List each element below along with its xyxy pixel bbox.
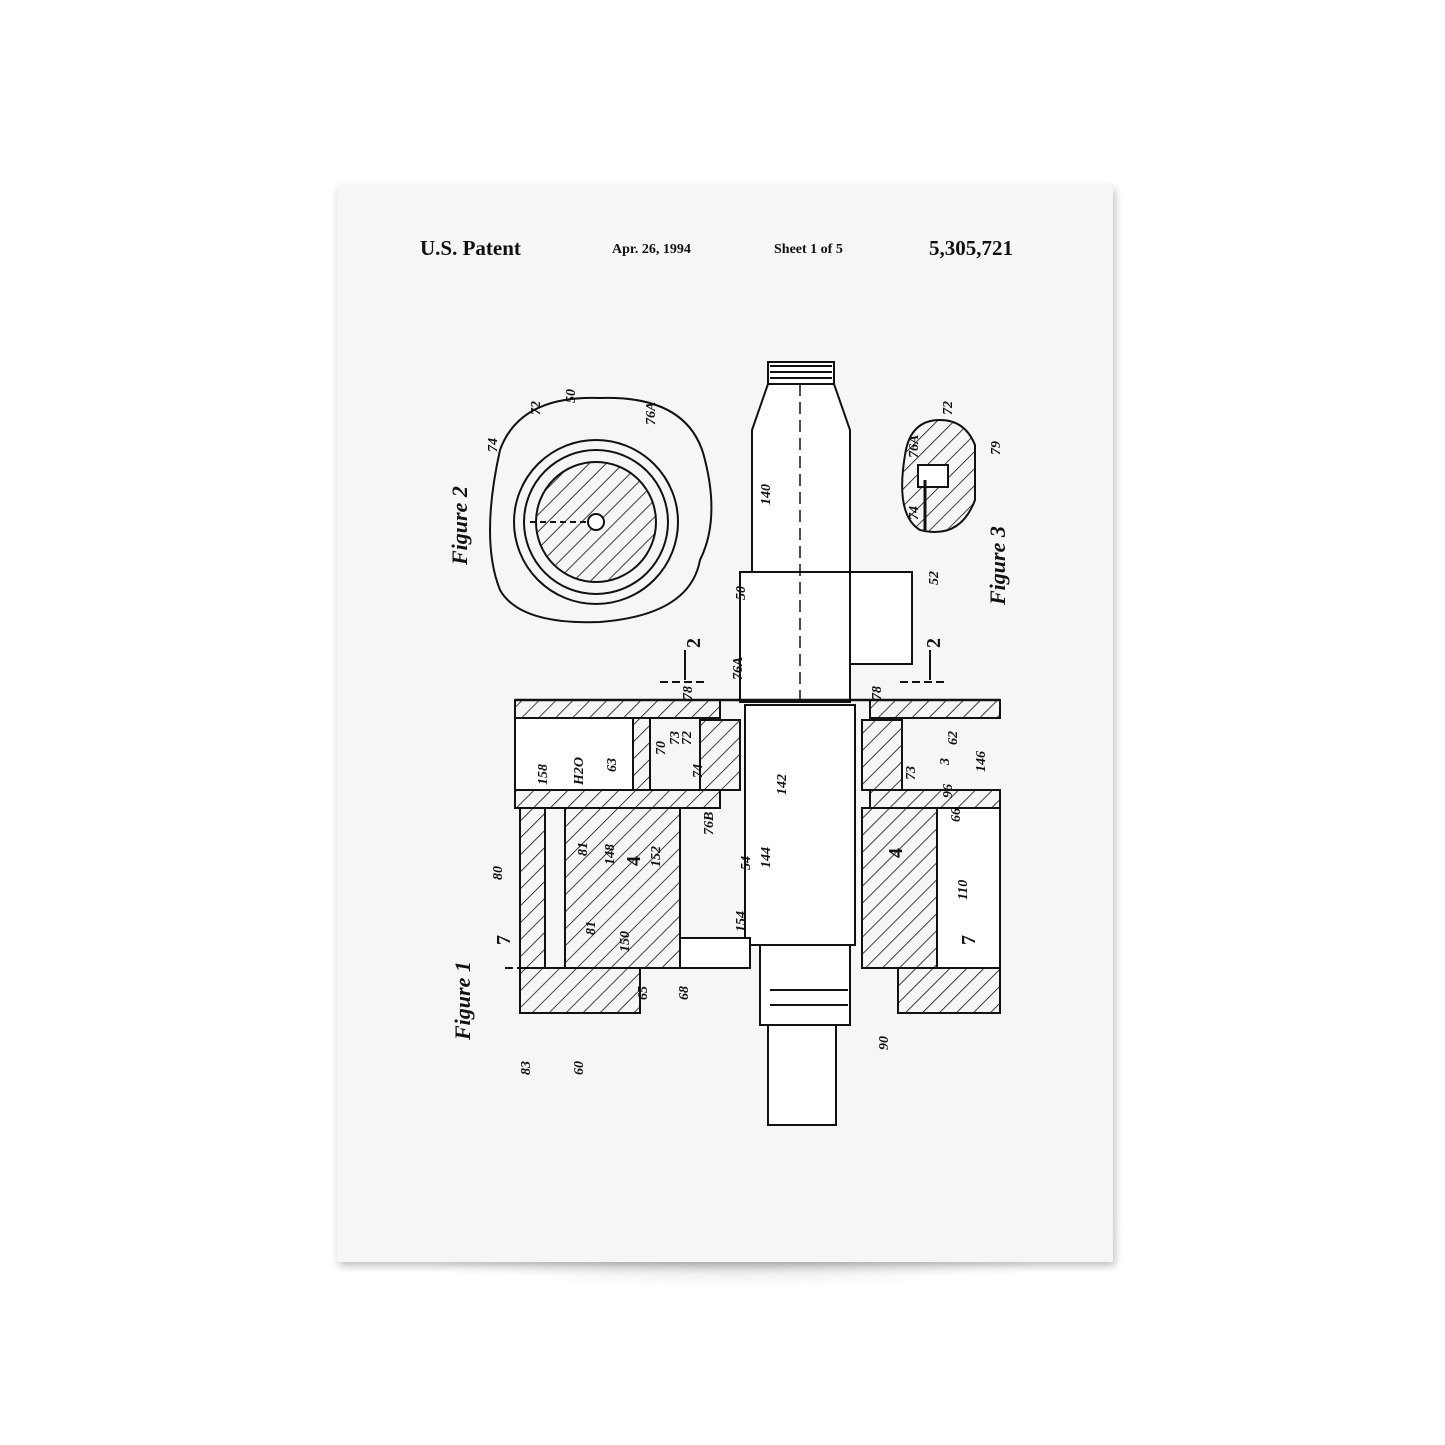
figure-2-drawing <box>489 396 713 624</box>
ref-label: H2O <box>572 757 587 786</box>
ref-label: 74 <box>907 506 922 520</box>
figure-titles: Figure 2 Figure 3 Figure 1 <box>447 486 1010 1041</box>
ref-label: 52 <box>927 571 942 585</box>
ref-label: 72 <box>680 731 695 745</box>
ref-label: 110 <box>956 880 971 900</box>
ref-label: 72 <box>941 401 956 415</box>
ref-label: 72 <box>529 401 544 415</box>
ref-label: 154 <box>734 911 749 932</box>
ref-label: 73 <box>904 766 919 780</box>
ref-label: 148 <box>603 844 618 865</box>
ref-label: 78 <box>870 686 885 700</box>
figure-1-label: Figure 1 <box>450 961 475 1041</box>
ref-label: 54 <box>739 856 754 870</box>
ref-label: 4 <box>623 856 645 866</box>
ref-label: 74 <box>486 438 501 452</box>
ref-label: 146 <box>974 751 989 772</box>
ref-label: 90 <box>877 1036 892 1050</box>
sheet-number: Sheet 1 of 5 <box>774 242 843 257</box>
section-lines <box>505 650 1000 969</box>
ref-label: 152 <box>649 846 664 867</box>
ref-label: 50 <box>564 389 579 403</box>
ref-label: 76B <box>702 812 717 835</box>
ref-label: 144 <box>759 847 774 868</box>
ref-label: 81 <box>576 842 591 856</box>
ref-label: 76A <box>731 657 746 680</box>
ref-label: 65 <box>636 986 651 1000</box>
patent-date: Apr. 26, 1994 <box>612 242 691 257</box>
ref-label: 50 <box>734 586 749 600</box>
ref-label: 140 <box>759 484 774 505</box>
ref-label: 79 <box>989 441 1004 455</box>
ref-label: 76A <box>907 435 922 458</box>
ref-label: 96 <box>941 784 956 798</box>
ref-label: 74 <box>691 764 706 778</box>
ref-label: 80 <box>491 866 506 880</box>
ref-label: 60 <box>572 1061 587 1075</box>
ref-label: 78 <box>681 686 696 700</box>
shaft <box>739 361 913 1126</box>
figure-3-label: Figure 3 <box>985 526 1010 606</box>
patent-number: 5,305,721 <box>929 236 1013 260</box>
ref-label: 68 <box>677 986 692 1000</box>
ref-label: 150 <box>618 931 633 952</box>
housing <box>514 698 1001 1014</box>
ref-label: 63 <box>605 758 620 772</box>
reference-numerals: 74 72 50 76A 140 52 50 76A 78 78 76A 72 … <box>486 389 1004 1075</box>
patent-title: U.S. Patent <box>420 236 521 260</box>
figure-2-label: Figure 2 <box>447 486 472 566</box>
ref-label: 76A <box>644 402 659 425</box>
ref-label: 7 <box>958 935 980 945</box>
ref-label: 4 <box>885 848 907 858</box>
ref-label: 158 <box>536 764 551 785</box>
ref-label: 3 <box>938 758 953 766</box>
ref-label: 73 <box>668 731 683 745</box>
ref-label: 83 <box>519 1061 534 1075</box>
ref-label: 66 <box>949 808 964 822</box>
ref-label: 142 <box>775 774 790 795</box>
ref-label: 81 <box>584 921 599 935</box>
ref-label: 62 <box>946 731 961 745</box>
ref-label: 7 <box>493 935 515 945</box>
ref-label: 2 <box>683 638 705 648</box>
ref-label: 2 <box>923 638 945 648</box>
figure-3-drawing <box>901 418 976 533</box>
ref-label: 70 <box>654 741 669 755</box>
